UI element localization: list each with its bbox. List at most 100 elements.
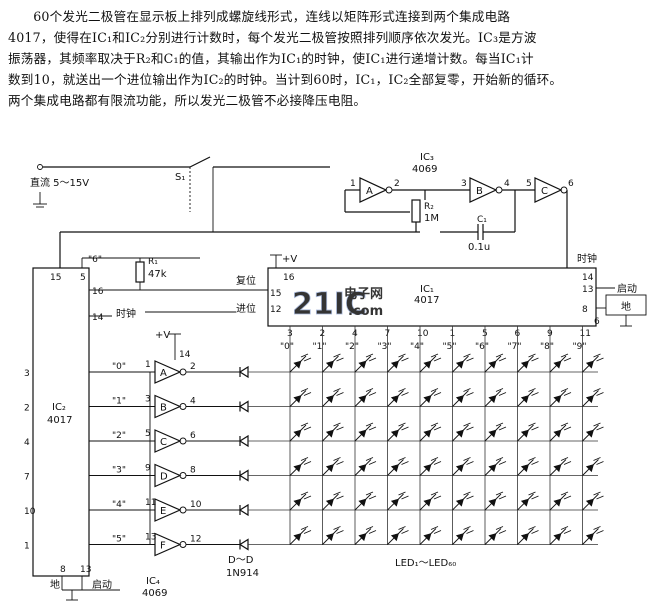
ic4-name: IC₄	[146, 576, 160, 587]
ic1-reset-pin: 15	[270, 289, 281, 299]
r1-resistor	[135, 261, 145, 283]
led	[549, 526, 572, 545]
led	[517, 457, 539, 476]
led	[452, 388, 474, 407]
led	[322, 353, 344, 373]
ic3-gate-a-label: A	[366, 186, 373, 197]
ic1-name: IC₁	[420, 284, 434, 295]
diode-3	[238, 469, 249, 482]
led	[549, 491, 572, 511]
led	[419, 388, 442, 407]
ic1-reset-label: 复位	[236, 274, 256, 287]
led	[549, 388, 572, 407]
gate-c-symbol	[534, 177, 563, 203]
led	[322, 491, 344, 511]
ic2-out-label-3: "3"	[112, 466, 126, 476]
gate-b-symbol	[469, 177, 498, 203]
ic2-body	[32, 267, 90, 577]
led	[419, 526, 442, 545]
ic1-type: 4017	[414, 295, 439, 306]
led	[354, 353, 377, 373]
ic2-out-pin-1: 2	[24, 404, 30, 414]
ic2-out-pin-4: 10	[24, 507, 36, 517]
ic4-gate-a	[154, 360, 182, 384]
led	[387, 491, 409, 511]
led	[387, 353, 409, 373]
ic3-gate-b-label: B	[476, 186, 483, 197]
diode-5	[238, 538, 249, 551]
ic2-enable-label: 启动	[92, 578, 112, 591]
ic4-gate-label-2: C	[160, 437, 167, 448]
description-line-1: 60个发光二极管在显示板上排列成螺旋线形式，连线以矩阵形式连接到两个集成电路	[33, 9, 511, 24]
ic1-enable-pin: 13	[582, 285, 593, 295]
led	[289, 491, 312, 511]
ic2-ground-label: 地	[50, 578, 60, 591]
diode-2	[238, 434, 249, 448]
ic4-gate-f	[154, 532, 182, 557]
ic1-carry-pin: 12	[270, 305, 281, 315]
ic4-gate-out-pin-3: 8	[190, 466, 196, 476]
ic2-pin-16: 16	[92, 287, 104, 297]
ic2-output-pins: 3"0"2"1"4"2"7"3"10"4"1"5"	[24, 362, 155, 552]
ic1-counter: IC₁ 4017 +V 16 复位 15 进位 12 时钟 14 13 启动 地…	[210, 252, 647, 545]
ic2-out-label-2: "2"	[112, 431, 126, 441]
led	[452, 457, 474, 476]
led	[582, 422, 604, 442]
ic1-pin-6: 6	[594, 317, 600, 327]
ic3-pin-1: 1	[350, 179, 356, 189]
ic4-gate-d	[154, 463, 182, 488]
ic4-gate-label-0: A	[160, 368, 167, 379]
led	[354, 526, 377, 545]
led	[322, 422, 344, 442]
led	[387, 457, 409, 476]
led	[354, 422, 377, 442]
led	[484, 388, 507, 407]
led	[452, 353, 474, 373]
ic2-bottom-pin-13: 13	[80, 565, 91, 575]
ic1-out-label-7: "7"	[508, 342, 522, 352]
led-range: LED₁～LED₆₀	[395, 558, 456, 569]
led	[322, 526, 344, 545]
led	[452, 422, 474, 442]
ic2-out-label-5: "5"	[112, 535, 126, 545]
led	[484, 457, 507, 476]
ic2-pin5-label: "6"	[88, 255, 102, 265]
led	[419, 491, 442, 511]
ic2-clock-pin: 14	[92, 313, 104, 323]
ic1-carry-label: 进位	[236, 302, 256, 315]
description-line-3: 振荡器，其频率取决于R₂和C₁的值，其输出作为IC₁的时钟，使IC₁进行递增计数…	[8, 51, 534, 66]
ic1-out-pin-9: 11	[580, 329, 591, 339]
ic4-gate-in-pin-5: 13	[145, 533, 156, 543]
ic1-out-label-0: "0"	[280, 342, 294, 352]
led	[354, 491, 377, 511]
ic1-out-label-8: "8"	[540, 342, 554, 352]
led	[549, 422, 572, 442]
ic1-enable-label: 启动	[617, 282, 637, 295]
ic4-gate-in-pin-2: 5	[145, 429, 151, 439]
description-line-4: 数到10，就送出一个进位输出作为IC₂的时钟。当计到60时，IC₁，IC₂全部复…	[8, 72, 563, 87]
ic1-output-pins: 3"0"2"1"4"2"7"3"10"4"1"5"5"6"6"7"9"8"11"…	[280, 326, 591, 545]
ic4-gate-label-5: F	[160, 541, 166, 552]
ic3-oscillator: IC₃ 4069 A 1 2 B 3 4 C 5 6 R₂ 1M	[344, 152, 574, 268]
led	[289, 422, 312, 442]
led	[289, 388, 312, 407]
ic3-type: 4069	[412, 164, 437, 175]
ic4-gate-label-1: B	[160, 403, 167, 414]
ic3-pin-6: 6	[568, 179, 574, 189]
description-line-2: 4017，使得在IC₁和IC₂分别进行计数时，每个发光二极管按照排列顺序依次发光…	[8, 30, 537, 45]
led	[322, 457, 344, 476]
c1-value: 0.1u	[468, 242, 490, 253]
ic4-gate-label-4: E	[160, 506, 166, 517]
led	[419, 353, 442, 373]
ic1-ground-pin: 8	[582, 305, 588, 315]
ic2-top-pin-5: 5	[80, 273, 86, 283]
ic4-gate-out-pin-5: 12	[190, 535, 201, 545]
led	[322, 388, 344, 407]
ic2-out-label-1: "1"	[112, 397, 126, 407]
r2-name: R₂	[424, 202, 434, 212]
ic2-top-pin-15: 15	[50, 273, 61, 283]
description-line-5: 两个集成电路都有限流功能，所以发光二极管不必接降压电阻。	[8, 93, 367, 108]
ic4-gate-c	[154, 429, 182, 453]
